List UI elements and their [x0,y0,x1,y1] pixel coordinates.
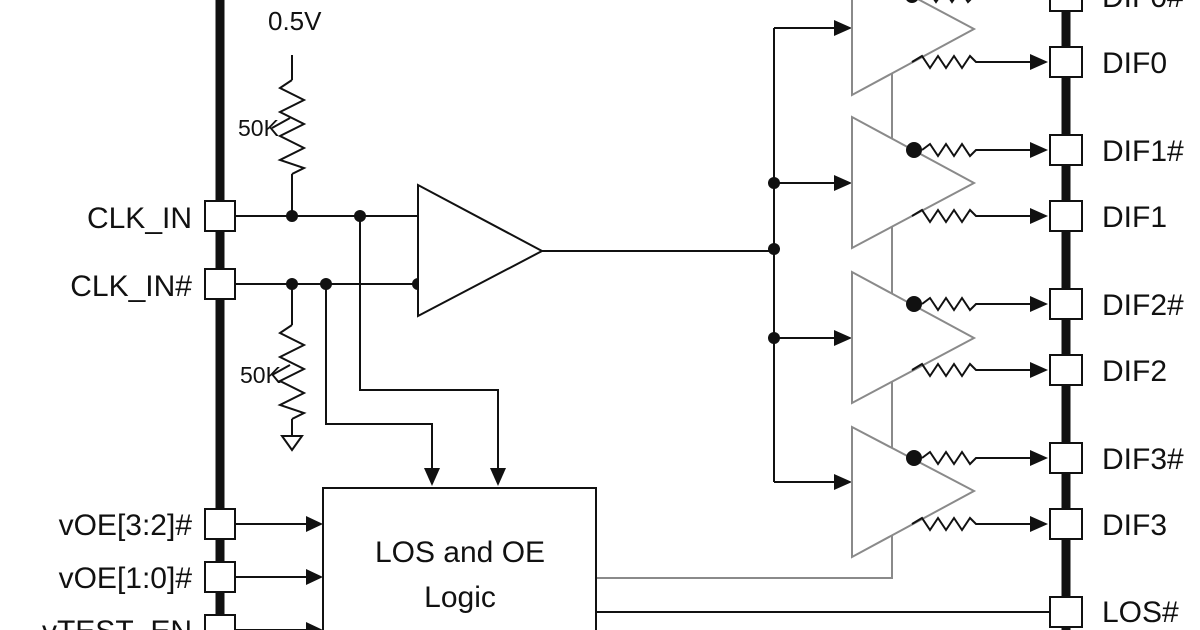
output-buffer-dif3 [851,425,977,559]
dif1n-pin [1049,134,1083,166]
clk-in-junction-a [286,210,298,222]
branch-dif3-arrowhead [834,474,852,490]
dif0n-resistor [933,0,972,4]
voe-32-pin [204,508,236,540]
voe-10-arrowhead [306,569,323,585]
los-oe-logic-block [322,487,597,630]
output-buffer-dif2 [851,270,977,405]
dif3-label: DIF3 [1102,509,1167,542]
pullup-resistor-arrow-tick [271,117,291,129]
branch-dif2-arrowhead [834,330,852,346]
oe-control-line [596,60,893,579]
los-n-pin [1049,596,1083,628]
voe-10-label: vOE[1:0]# [59,562,193,595]
clk-in-n-pin [204,268,236,300]
logic-block-title-line2: Logic [424,581,496,614]
pullup-resistor [277,79,307,175]
bias-voltage-label: 0.5V [268,6,322,36]
dif1n-resistor [921,142,1034,158]
dif3n-bubble [906,450,922,466]
branch-dif0-arrowhead [834,20,852,36]
dif0n-bubble [906,0,918,3]
dif2n-resistor [921,296,1034,312]
pulldown-resistor-arrow-tick [271,364,291,376]
dif3-pin [1049,508,1083,540]
dif2n-arrowhead [1030,296,1048,312]
input-buffer [417,183,545,318]
clk-in-pin [204,200,236,232]
clk-in-n-label: CLK_IN# [70,270,192,303]
dif0-arrowhead [1030,54,1048,70]
dif2-pin [1049,354,1083,386]
dif0-resistor [911,54,1034,70]
dif1-pin [1049,200,1083,232]
clk-in-n-tap-to-logic [325,284,433,470]
dif3n-label: DIF3# [1102,443,1184,476]
dif1n-bubble [906,142,922,158]
vtest-en-pin [204,614,236,630]
voe-32-arrowhead [306,516,323,532]
dif2-arrowhead [1030,362,1048,378]
dif2n-label: DIF2# [1102,289,1184,322]
dif0n-pin [1049,0,1083,12]
dif1-arrowhead [1030,208,1048,224]
dif3n-pin [1049,442,1083,474]
dif1n-arrowhead [1030,142,1048,158]
dif2-resistor [911,362,1034,378]
clk-in-label: CLK_IN [87,202,192,235]
los-n-label: LOS# [1102,596,1179,629]
dif0-label: DIF0 [1102,47,1167,80]
pulldown-resistor [277,324,307,420]
vtest-en-label: vTEST_EN [42,615,192,630]
pulldown-resistor-label: 50K [240,362,282,388]
dif1-label: DIF1 [1102,201,1167,234]
clk-in-tap-to-logic [359,216,499,470]
vtest-en-arrowhead [306,622,323,630]
dif2n-bubble [906,296,922,312]
clk-in-n-tap-arrowhead [424,468,440,486]
voe-10-pin [204,561,236,593]
dif3n-arrowhead [1030,450,1048,466]
dif3-arrowhead [1030,516,1048,532]
dif2-label: DIF2 [1102,355,1167,388]
dif0-pin [1049,46,1083,78]
dif2n-pin [1049,288,1083,320]
clk-in-tap-arrowhead [490,468,506,486]
dif3-resistor [911,516,1034,532]
dif0n-label: DIF0# [1102,0,1184,14]
dif1-resistor [911,208,1034,224]
dif1n-label: DIF1# [1102,135,1184,168]
dif3n-resistor [921,450,1034,466]
output-buffer-dif1 [851,115,977,250]
ground-symbol [280,435,304,452]
logic-block-title-line1: LOS and OE [375,536,545,569]
fanout-junction-main [768,243,780,255]
branch-dif1-arrowhead [834,175,852,191]
output-buffer-dif0 [851,0,977,97]
voe-32-label: vOE[3:2]# [59,509,193,542]
